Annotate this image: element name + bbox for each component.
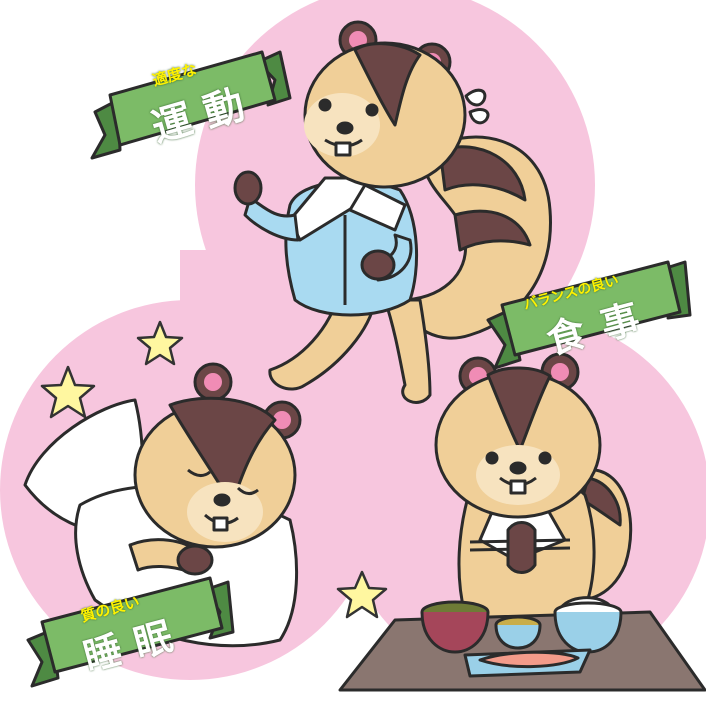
side-dish	[494, 615, 542, 650]
exercise-ribbon	[90, 50, 292, 160]
food-tray	[338, 596, 706, 692]
diet-ribbon	[486, 260, 692, 370]
exercise-squirrel	[233, 20, 552, 404]
fish-plate	[463, 648, 592, 678]
sleep-ribbon	[26, 576, 235, 688]
star-icon	[136, 320, 184, 366]
soup-bowl	[420, 600, 490, 654]
rice-bowl	[553, 596, 623, 654]
eating-squirrel	[434, 352, 633, 632]
star-icon	[40, 365, 96, 419]
star-icon	[336, 570, 388, 619]
